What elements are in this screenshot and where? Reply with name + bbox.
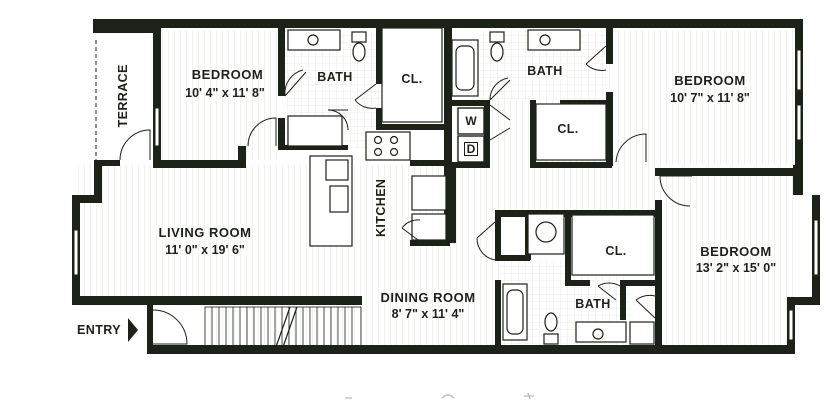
closet-center-name: CL. — [557, 122, 579, 136]
dining-room-dims: 8' 7" x 11' 4" — [391, 307, 465, 321]
entry-arrow-icon — [128, 318, 138, 342]
bedroom-right-name: BEDROOM — [674, 73, 746, 88]
kitchen-counters — [309, 131, 447, 247]
bedroom-bottom-name: BEDROOM — [700, 244, 772, 259]
legend-icons — [345, 392, 534, 400]
closet-bottom-name: CL. — [605, 244, 627, 258]
dining-room-name: DINING ROOM — [380, 290, 476, 305]
kitchen-name: KITCHEN — [374, 178, 389, 237]
terrace-name: TERRACE — [116, 64, 131, 128]
bedroom-bottom-dims: 13' 2" x 15' 0" — [695, 261, 777, 275]
living-room-dims: 11' 0" x 19' 6" — [165, 243, 245, 257]
bath-fixtures — [287, 27, 655, 345]
dryer-label: D — [464, 142, 478, 156]
living-room-name: LIVING ROOM — [158, 225, 252, 240]
stairs — [204, 306, 362, 348]
bath-bottom-name: BATH — [575, 297, 611, 311]
bath-left-name: BATH — [317, 70, 353, 84]
entry-label: ENTRY — [77, 323, 121, 337]
bath-center-name: BATH — [527, 64, 563, 78]
bedroom-left-dims: 10' 4" x 11' 8" — [185, 86, 265, 100]
bedroom-right-dims: 10' 7" x 11' 8" — [670, 91, 750, 105]
windows — [73, 49, 819, 341]
door-swings — [119, 45, 692, 345]
interior-walls — [153, 24, 795, 350]
washer-label: W — [465, 114, 477, 128]
laundry-closet — [457, 107, 485, 163]
bedroom-left-name: BEDROOM — [191, 67, 264, 82]
closet-left-name: CL. — [401, 72, 423, 86]
